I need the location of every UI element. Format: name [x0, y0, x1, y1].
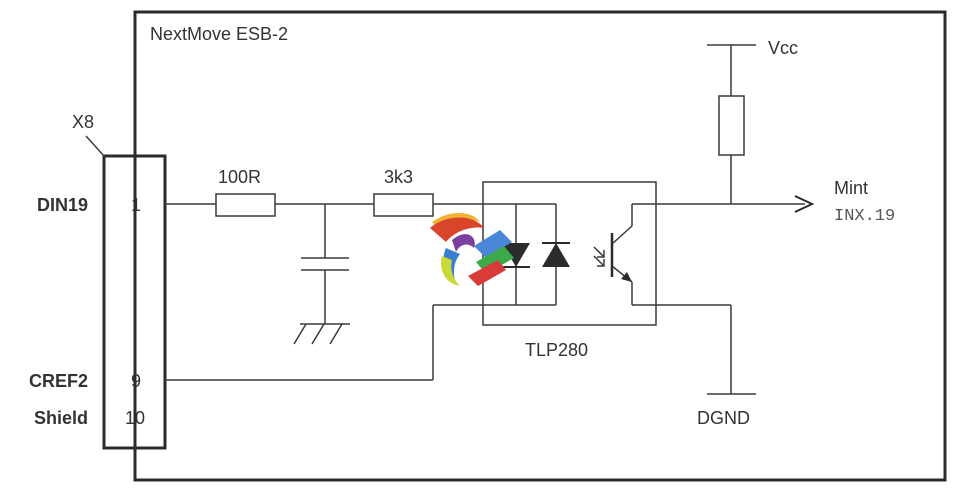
pin-number-1: 1 [131, 195, 141, 215]
resistor-3k3 [373, 193, 434, 217]
connector-x8 [102, 154, 167, 450]
pin-signal-shield: Shield [34, 408, 88, 428]
output-keyword: INX.19 [834, 207, 895, 226]
resistor-3k3-label: 3k3 [384, 167, 413, 187]
vcc-label: Vcc [768, 38, 798, 58]
light-arrows-icon [593, 246, 605, 267]
board-title: NextMove ESB-2 [150, 24, 288, 44]
resistor-pullup [718, 95, 745, 156]
connector-leader-line [85, 135, 105, 157]
chassis-ground-icon [293, 323, 350, 345]
phototransistor-icon [610, 204, 633, 305]
resistor-100r [215, 193, 276, 217]
connector-label: X8 [72, 112, 94, 132]
output-label: Mint [834, 178, 868, 198]
logo-icon [430, 213, 514, 286]
resistor-100r-label: 100R [218, 167, 261, 187]
pin-signal-din19: DIN19 [37, 195, 88, 215]
optocoupler-label: TLP280 [525, 340, 588, 360]
led-pair-icon [433, 204, 570, 306]
dgnd-label: DGND [697, 408, 750, 428]
output-arrow-icon [794, 195, 815, 213]
pin-signal-cref2: CREF2 [29, 371, 88, 391]
board-outline [133, 10, 947, 482]
pin-number-10: 10 [125, 408, 145, 428]
pin-number-9: 9 [131, 371, 141, 391]
